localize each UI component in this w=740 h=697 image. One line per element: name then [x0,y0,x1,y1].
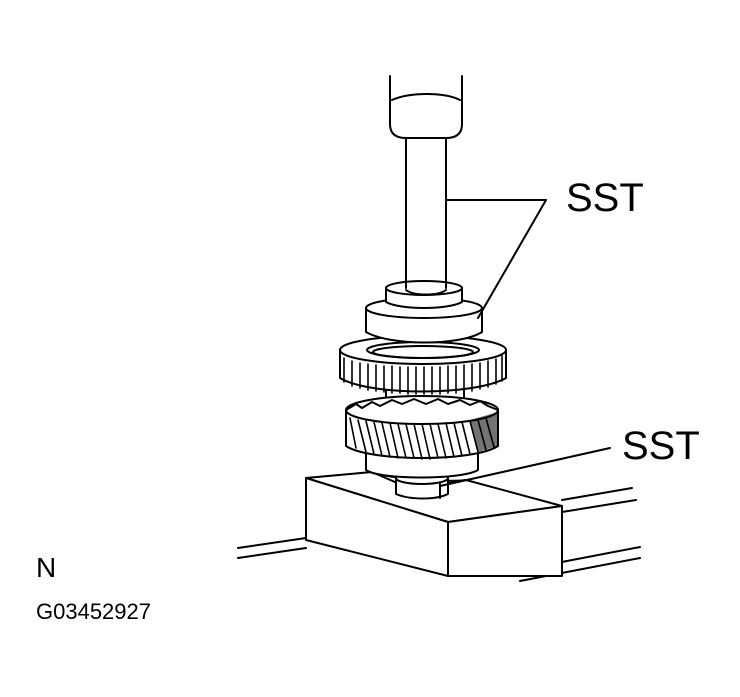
sst-label-lower: SST [622,424,700,468]
figure-code: G03452927 [36,599,151,624]
lower-helical-gear [345,395,499,460]
press-ram [389,75,463,296]
sst-label-upper: SST [566,176,644,220]
upper-spur-gear [339,335,507,395]
view-letter: N [36,552,57,583]
leader-lines [439,199,611,487]
sst-upper-tool [365,280,483,344]
